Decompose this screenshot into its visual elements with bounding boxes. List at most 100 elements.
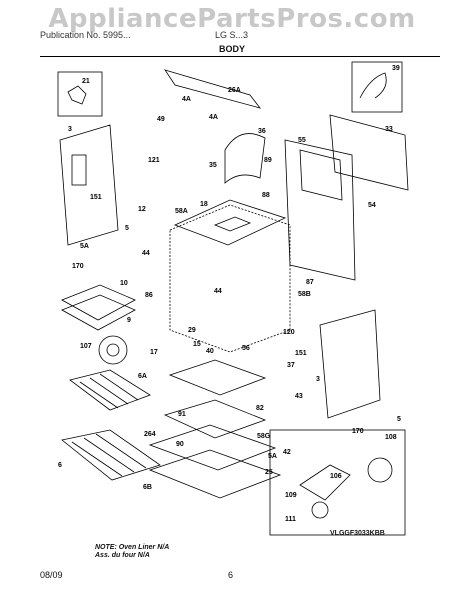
part-label: 4A [209, 114, 218, 121]
fan-motor-108 [367, 457, 393, 483]
part-label: 170 [352, 428, 364, 435]
part-label: 170 [72, 263, 84, 270]
broil-pan-grid [61, 294, 136, 331]
part-label: 107 [80, 343, 92, 350]
rear-plate-55 [299, 149, 343, 201]
part-label: 44 [214, 288, 222, 295]
oven-liner-note: NOTE: Oven Liner N/A Ass. du four N/A [95, 544, 169, 560]
part-label: 9 [127, 317, 131, 324]
diagram-code: VLGGF3033KBB [330, 530, 385, 537]
part-label: 106 [330, 473, 342, 480]
header-rule [40, 56, 440, 57]
part-label: 86 [145, 292, 153, 299]
part-label: 56 [242, 345, 250, 352]
part-label: 264 [144, 431, 156, 438]
part-label: 111 [285, 516, 296, 523]
oven-cavity [169, 204, 291, 353]
part-label: 121 [148, 157, 160, 164]
part-label: 82 [256, 405, 264, 412]
left-side-panel [59, 124, 119, 246]
part-label: 3 [68, 126, 72, 133]
part-label: 44 [142, 250, 150, 257]
part-label: 49 [157, 116, 165, 123]
inset-box-39 [351, 61, 403, 113]
part-label: 54 [368, 202, 376, 209]
fan-bracket-106 [299, 464, 351, 501]
rear-wall [284, 139, 356, 281]
part-label: 90 [176, 441, 184, 448]
section-title: BODY [218, 44, 245, 54]
part-label: 91 [178, 411, 186, 418]
rear-panel-33 [329, 114, 409, 191]
part-label: 35 [209, 162, 217, 169]
top-bracket [164, 69, 262, 109]
burner-18 [213, 216, 252, 232]
part-label: 6 [58, 462, 62, 469]
drawer-panel-42 [148, 449, 282, 499]
part-label: 120 [283, 329, 295, 336]
part-label: 29 [188, 327, 196, 334]
part-label: 5 [125, 225, 129, 232]
part-label: 37 [287, 362, 295, 369]
door-panel-3 [319, 309, 381, 419]
bottom-panel-82 [163, 399, 267, 439]
part-label: 43 [295, 393, 303, 400]
part-label: 89 [264, 157, 272, 164]
part-label: 58G [257, 433, 271, 440]
part-label: 6A [138, 373, 147, 380]
part-label: 17 [150, 349, 158, 356]
fan-hub [106, 343, 120, 357]
note-line-2: Ass. du four N/A [95, 552, 150, 559]
part-label: 88 [262, 192, 270, 199]
part-label: 21 [82, 78, 90, 85]
part-label: 87 [306, 279, 314, 286]
footer-page: 6 [228, 570, 234, 580]
watermark: AppliancePartsPros.com [48, 4, 416, 34]
part-label: 12 [138, 206, 146, 213]
broil-pan-10 [61, 284, 136, 321]
part-label: 26A [228, 87, 241, 94]
part-label: 10 [120, 280, 128, 287]
part-label: 3 [316, 376, 320, 383]
rack-wires-6B [71, 433, 147, 477]
part-label: 36 [258, 128, 266, 135]
part-label: 18 [200, 201, 208, 208]
header-right: LG S...3 [215, 30, 249, 40]
part-label: 15 [193, 341, 201, 348]
drawer-58G [148, 424, 277, 471]
oven-rack-6B [61, 429, 161, 481]
part-label: 5A [268, 453, 277, 460]
convection-fan-107 [98, 335, 128, 365]
fan-blade-109 [311, 501, 329, 519]
panel-cutout [71, 154, 87, 186]
part-label: 55 [298, 137, 306, 144]
cavity-top [173, 199, 287, 246]
inset-box-108 [269, 429, 406, 536]
part-label: 40 [206, 348, 214, 355]
part-label: 25 [265, 469, 273, 476]
rack-wires-6A [79, 373, 139, 409]
part-label: 39 [392, 65, 400, 72]
part-label: 6B [143, 484, 152, 491]
part-21 [67, 85, 87, 105]
bottom-panel-40 [168, 359, 267, 396]
part-label: 33 [385, 126, 393, 133]
part-label: 151 [295, 350, 307, 357]
part-label: 109 [285, 492, 297, 499]
note-line-1: NOTE: Oven Liner N/A [95, 544, 170, 551]
inset-box-21 [57, 71, 103, 117]
part-label: 42 [283, 449, 291, 456]
part-39-wire [359, 72, 387, 99]
part-label: 5 [397, 416, 401, 423]
part-label: 58B [298, 291, 311, 298]
part-label: 151 [90, 194, 102, 201]
oven-rack-6A [69, 369, 151, 411]
part-label: 58A [175, 208, 188, 215]
part-label: 108 [385, 434, 397, 441]
heat-shield-36 [224, 133, 266, 184]
footer-date: 08/09 [40, 570, 63, 580]
header-left: Publication No. 5995... [40, 30, 131, 40]
part-label: 5A [80, 243, 89, 250]
